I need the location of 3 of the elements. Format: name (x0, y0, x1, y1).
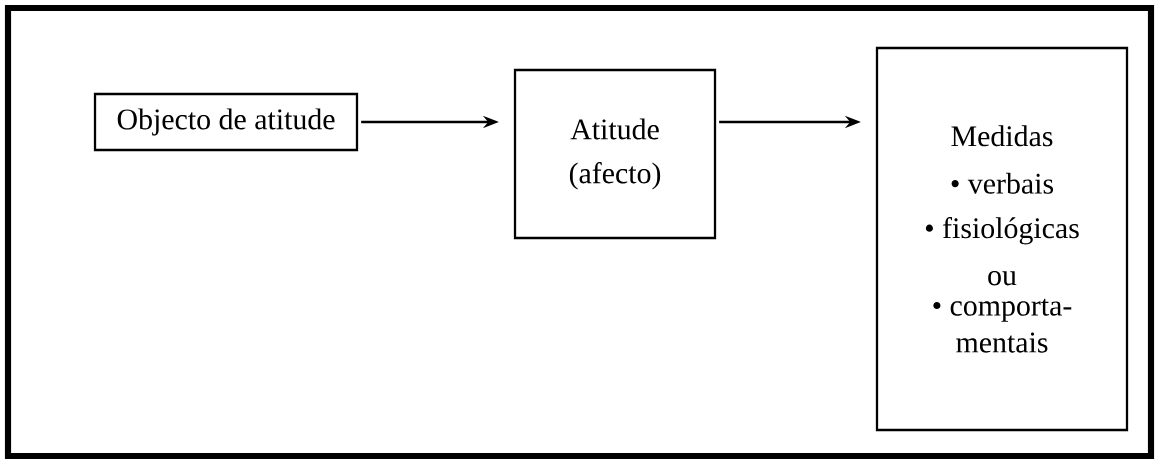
text-box: Medidas • verbais • fisiológicas ou • comporta- mentais (875, 46, 1129, 432)
text-box: Atitude (afecto) (513, 68, 717, 240)
text-box: Objecto de atitude (93, 92, 359, 152)
